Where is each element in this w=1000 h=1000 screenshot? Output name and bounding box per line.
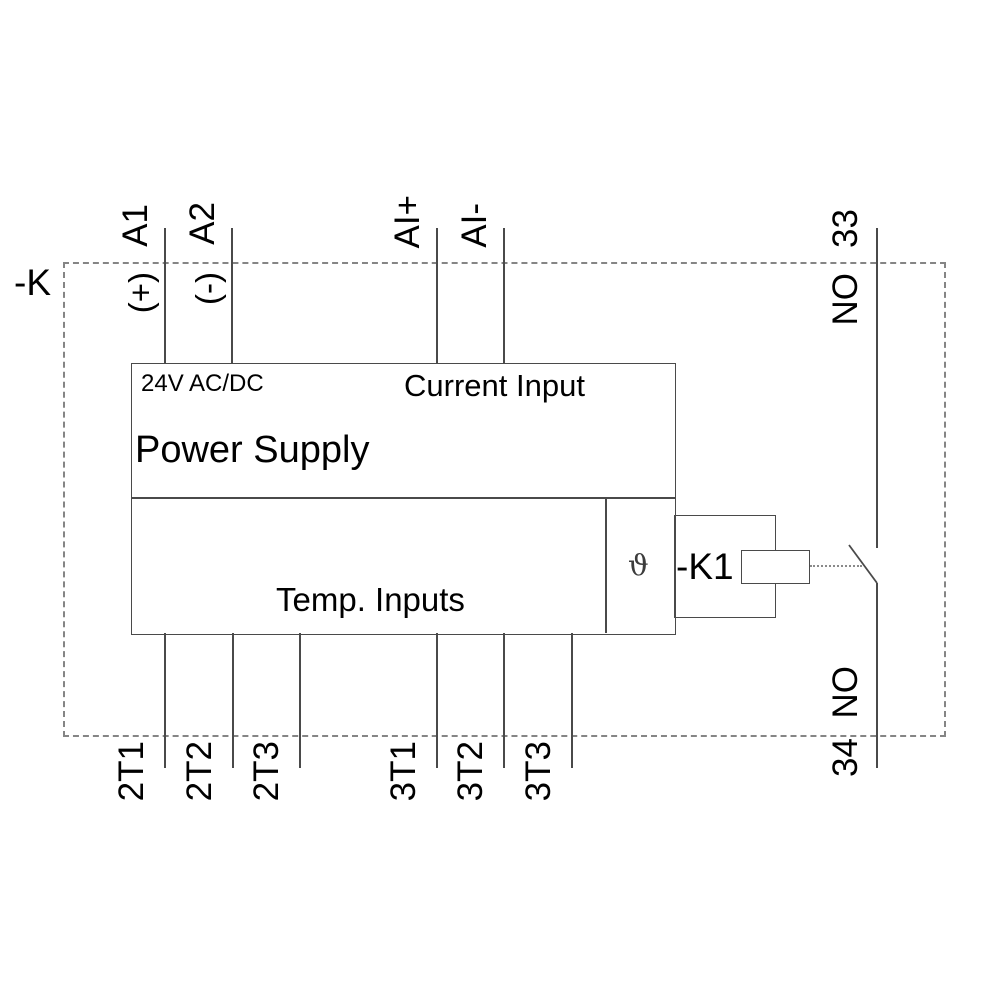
terminal-label-ai-minus: AI- (455, 203, 494, 248)
terminal-label-3t3: 3T3 (519, 741, 558, 802)
mechanical-link-dotted-line (810, 565, 862, 567)
supply-voltage-label: 24V AC/DC (141, 370, 264, 397)
terminal-label-a2: A2 (183, 202, 222, 245)
relay-coil-symbol (741, 550, 810, 584)
device-label: -K (14, 262, 51, 303)
temp-inputs-title: Temp. Inputs (276, 581, 465, 618)
terminal-line-ai-minus (503, 228, 505, 363)
terminal-line-2t1 (164, 633, 166, 768)
terminal-line-2t3 (299, 633, 301, 768)
contact-type-label-bottom: NO (826, 666, 865, 719)
terminal-line-a1 (164, 228, 166, 363)
terminal-line-a2 (231, 228, 233, 363)
theta-temperature-icon: ϑ (628, 548, 649, 582)
relay-label-k1: -K1 (676, 546, 734, 587)
terminal-label-ai-plus: AI+ (388, 195, 427, 249)
theta-cell-divider (605, 497, 607, 633)
terminal-line-3t3 (571, 633, 573, 768)
contact-line-34 (876, 583, 878, 768)
terminal-label-2t3: 2T3 (247, 741, 286, 802)
contact-terminal-label-34: 34 (826, 738, 865, 777)
power-supply-title: Power Supply (135, 429, 370, 471)
contact-terminal-label-33: 33 (826, 209, 865, 248)
terminal-line-ai-plus (436, 228, 438, 363)
contact-line-33 (876, 228, 878, 548)
current-input-label: Current Input (404, 368, 585, 403)
temp-inputs-box (131, 497, 676, 635)
terminal-label-3t1: 3T1 (384, 741, 423, 802)
no-contact-blade-icon (848, 544, 878, 584)
terminal-label-3t2: 3T2 (451, 741, 490, 802)
terminal-label-a1: A1 (116, 204, 155, 247)
terminal-label-2t2: 2T2 (180, 741, 219, 802)
contact-type-label-top: NO (826, 273, 865, 326)
terminal-label-2t1: 2T1 (112, 741, 151, 802)
polarity-label-plus: (+) (122, 272, 159, 314)
terminal-line-3t2 (503, 633, 505, 768)
polarity-label-minus: (-) (189, 272, 226, 305)
terminal-line-3t1 (436, 633, 438, 768)
terminal-line-2t2 (232, 633, 234, 768)
power-supply-box (131, 363, 676, 499)
